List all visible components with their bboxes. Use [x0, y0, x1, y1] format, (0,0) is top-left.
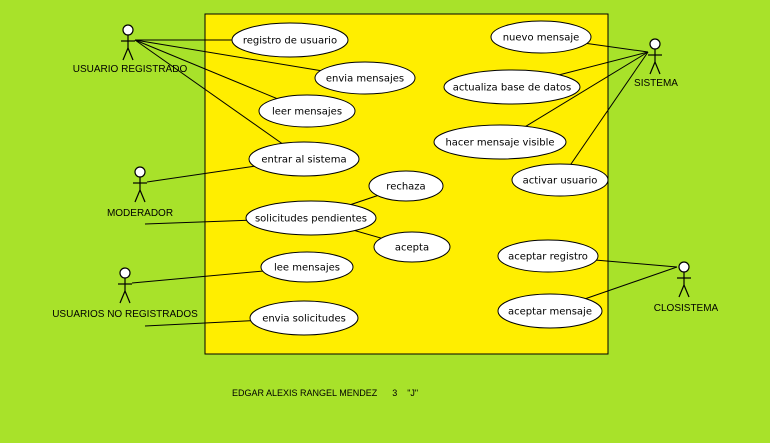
- use-case-label: solicitudes pendientes: [255, 214, 367, 225]
- use-case-label: registro de usuario: [243, 36, 337, 47]
- use-case-label: acepta: [395, 243, 429, 254]
- group-label: 3 "J": [392, 388, 419, 398]
- use-case-label: rechaza: [386, 182, 425, 193]
- use-case-ellipse: [260, 251, 354, 283]
- use-case-ellipse: [511, 163, 609, 197]
- use-case-label: envia solicitudes: [262, 314, 346, 325]
- stick-figure-icon: [121, 24, 135, 61]
- stick-figure-icon: [118, 267, 132, 304]
- use-case-ellipse: [245, 200, 377, 236]
- use-case-ellipse: [373, 231, 451, 263]
- use-case-actualiza: actualiza base de datos: [443, 69, 581, 105]
- use-case-ellipse: [497, 293, 603, 329]
- use-case-ellipse: [258, 94, 356, 128]
- use-case-aceptar-registro: aceptar registro: [497, 239, 599, 273]
- stick-figure-icon: [677, 261, 691, 298]
- use-case-lee-mensajes: lee mensajes: [260, 251, 354, 283]
- actor-usuario-registrado: USUARIO REGISTRADO: [73, 24, 188, 75]
- use-case-activar: activar usuario: [511, 163, 609, 197]
- use-case-ellipse: [368, 170, 444, 202]
- actors: USUARIO REGISTRADO MODERADOR USUARIOS NO R…: [52, 24, 719, 320]
- use-case-ellipse: [248, 141, 360, 177]
- actor-label: USUARIOS NO REGISTRADOS: [52, 309, 198, 320]
- use-case-label: activar usuario: [523, 176, 598, 187]
- association-line-usuario_registrado-entrar: [134, 39, 305, 160]
- author-name: EDGAR ALEXIS RANGEL MENDEZ: [232, 388, 378, 398]
- association-line-sistema-activar: [559, 51, 649, 181]
- actor-usuarios-no-registrados: USUARIOS NO REGISTRADOS: [52, 267, 198, 320]
- actor-label: USUARIO REGISTRADO: [73, 64, 188, 75]
- use-case-nuevo-mensaje: nuevo mensaje: [490, 20, 592, 54]
- use-case-label: hacer mensaje visible: [445, 138, 554, 149]
- use-case-entrar: entrar al sistema: [248, 141, 360, 177]
- use-case-rechaza: rechaza: [368, 170, 444, 202]
- footer: EDGAR ALEXIS RANGEL MENDEZ 3 "J": [232, 388, 418, 398]
- use-case-hacer-visible: hacer mensaje visible: [433, 124, 567, 160]
- actor-closistema: CLOSISTEMA: [654, 261, 719, 314]
- actor-moderador: MODERADOR: [107, 166, 173, 219]
- use-case-ellipse: [443, 69, 581, 105]
- use-case-leer-mensajes: leer mensajes: [258, 94, 356, 128]
- use-case-envia-solicitudes: envia solicitudes: [249, 300, 359, 336]
- use-case-envia-mensajes: envia mensajes: [314, 61, 416, 95]
- use-case-label: nuevo mensaje: [503, 33, 580, 44]
- use-case-registro: registro de usuario: [231, 22, 349, 58]
- actor-label: MODERADOR: [107, 208, 173, 219]
- actor-sistema: SISTEMA: [634, 38, 678, 89]
- use-case-acepta: acepta: [373, 231, 451, 263]
- use-case-label: leer mensajes: [272, 107, 342, 118]
- use-case-label: entrar al sistema: [261, 155, 346, 166]
- use-case-solicitudes: solicitudes pendientes: [245, 200, 377, 236]
- actor-label: SISTEMA: [634, 78, 678, 89]
- stick-figure-icon: [133, 166, 147, 203]
- use-case-label: actualiza base de datos: [453, 83, 572, 94]
- use-case-label: lee mensajes: [274, 263, 340, 274]
- stick-figure-icon: [648, 38, 662, 75]
- use-case-aceptar-mensaje: aceptar mensaje: [497, 293, 603, 329]
- use-case-label: aceptar mensaje: [508, 307, 592, 318]
- use-case-ellipse: [497, 239, 599, 273]
- use-case-ellipse: [433, 124, 567, 160]
- use-cases: registro de usuario envia mensajes leer me…: [231, 20, 609, 336]
- use-case-ellipse: [490, 20, 592, 54]
- use-case-label: aceptar registro: [508, 252, 588, 263]
- actor-label: CLOSISTEMA: [654, 303, 719, 314]
- use-case-ellipse: [231, 22, 349, 58]
- use-case-label: envia mensajes: [326, 74, 404, 85]
- use-case-ellipse: [249, 300, 359, 336]
- use-case-ellipse: [314, 61, 416, 95]
